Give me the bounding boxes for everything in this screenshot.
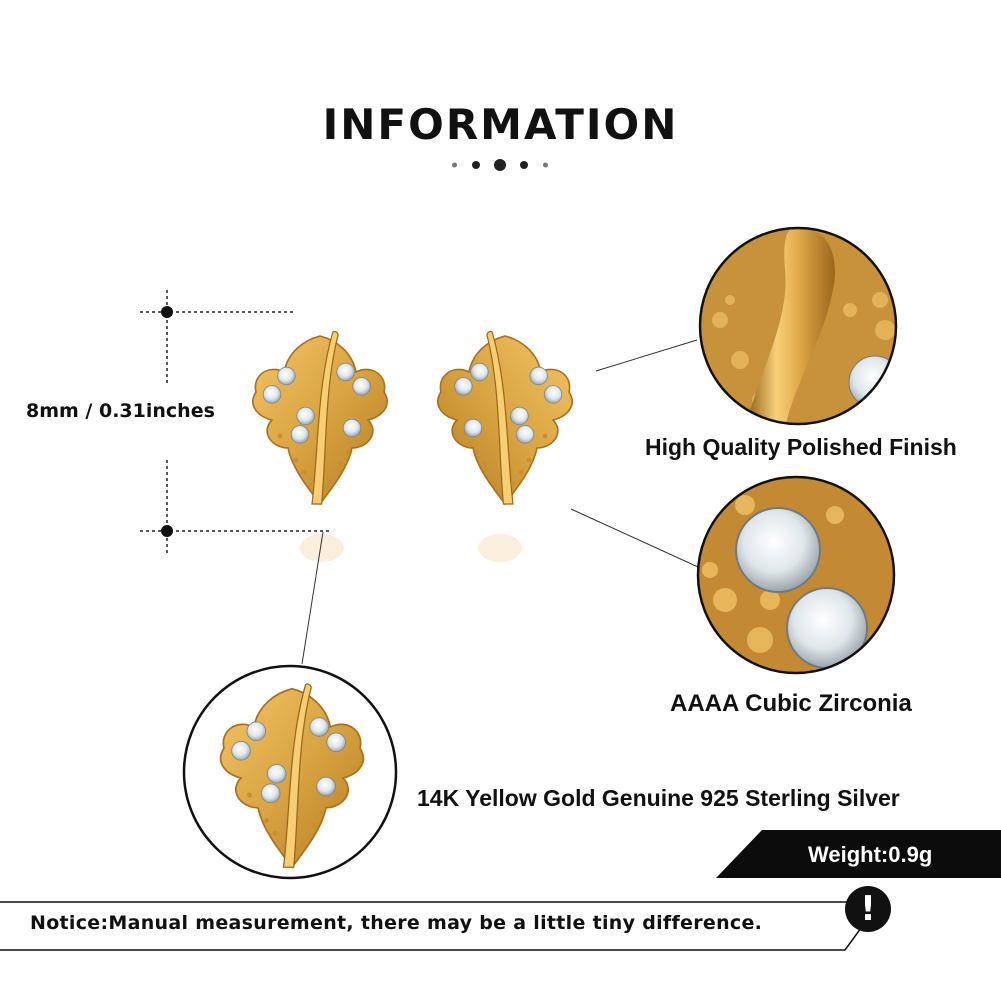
exclamation-icon: ! — [845, 886, 891, 932]
zirconia-zoom — [696, 475, 896, 675]
dimension-marker-top — [161, 306, 173, 318]
polished-finish-label: High Quality Polished Finish — [645, 434, 957, 460]
material-zoom — [182, 664, 398, 880]
earring-left — [252, 330, 388, 505]
dimension-marker-bottom — [161, 525, 173, 537]
dimension-label: 8mm / 0.31inches — [26, 400, 215, 422]
zirconia-label: AAAA Cubic Zirconia — [670, 690, 912, 717]
polished-finish-zoom — [698, 226, 898, 426]
earring-right — [437, 330, 573, 505]
page-title: INFORMATION — [322, 100, 679, 149]
callout-lines — [301, 339, 699, 665]
weight-label: Weight:0.9g — [808, 842, 933, 867]
weight-banner — [716, 830, 1001, 878]
material-label: 14K Yellow Gold Genuine 925 Sterling Sil… — [417, 785, 900, 811]
title-dots-decoration — [450, 158, 550, 172]
notice-text: Notice:Manual measurement, there may be … — [30, 912, 763, 934]
